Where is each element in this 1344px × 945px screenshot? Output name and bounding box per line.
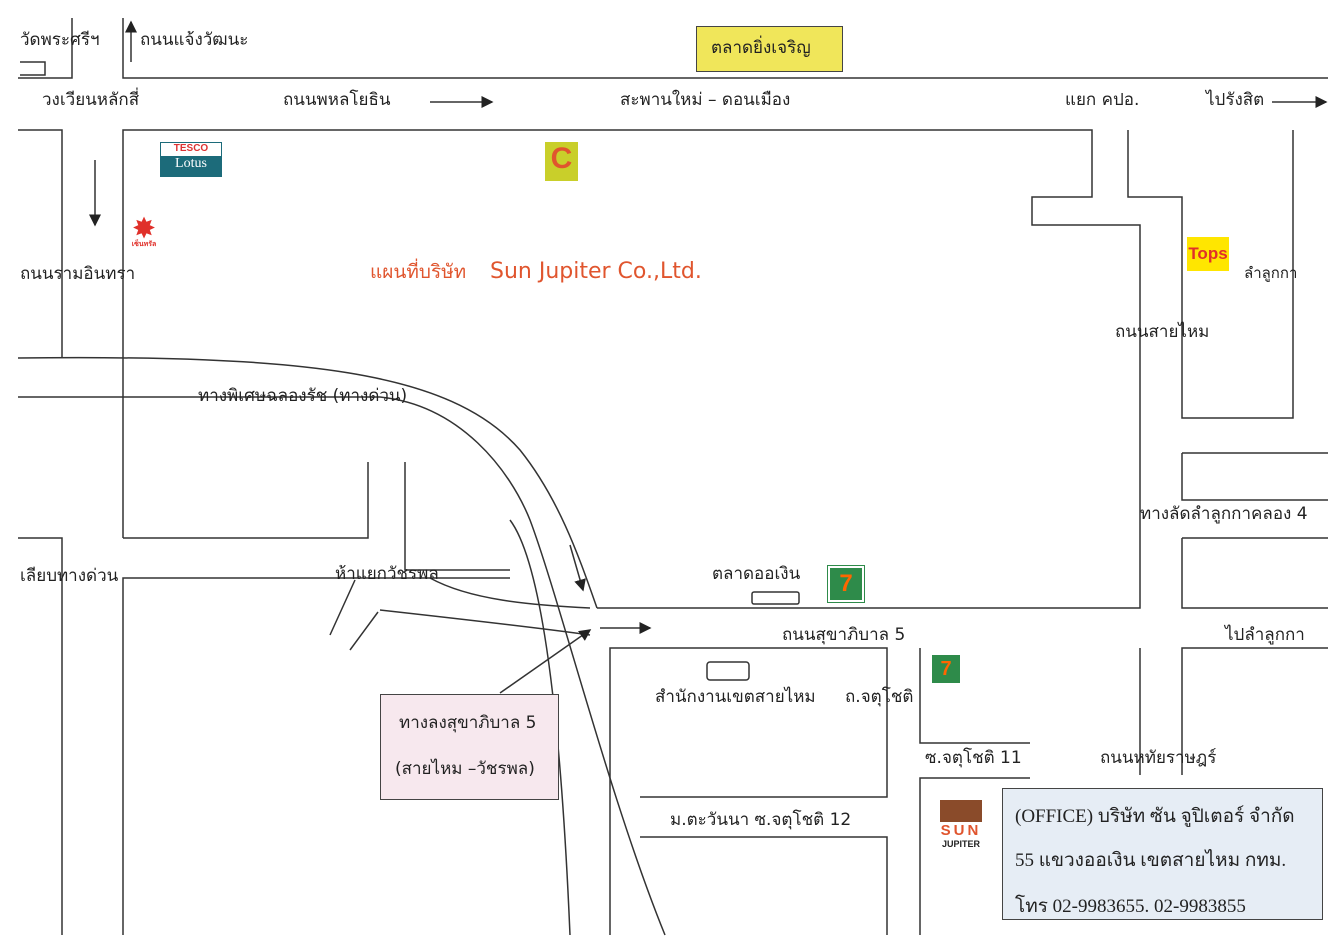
- expressway-label: ทางพิเศษฉลองรัช (ทางด่วน): [198, 386, 408, 406]
- tesco-lotus-logo: TESCO Lotus: [160, 142, 222, 177]
- tops-logo: Tops: [1187, 237, 1229, 271]
- saimai-road-label: ถนนสายไหม: [1115, 322, 1210, 342]
- office-line1: (OFFICE) บริษัท ซัน จูปิเตอร์ จำกัด: [1015, 806, 1295, 827]
- shortcut-label: ทางลัดลำลูกกาคลอง 4: [1140, 504, 1308, 524]
- to-lamlukka-label: ไปลำลูกกา: [1225, 625, 1305, 645]
- chaeng-road-label: ถนนแจ้งวัฒนะ: [140, 30, 249, 50]
- lamlukka-label: ลำลูกกา: [1244, 264, 1298, 282]
- soi11-label: ซ.จตุโชติ 11: [925, 748, 1022, 768]
- house-icon: [940, 800, 982, 822]
- exit-line2: (สายไหม –วัชรพล): [395, 759, 535, 779]
- kpo-label: แยก คปอ.: [1065, 90, 1140, 110]
- market-ying-label: ตลาดยิ่งเจริญ: [711, 38, 811, 58]
- office-box: (OFFICE) บริษัท ซัน จูปิเตอร์ จำกัด 55 แ…: [1002, 788, 1323, 920]
- exit-box: ทางลงสุขาภิบาล 5 (สายไหม –วัชรพล): [380, 694, 559, 800]
- market-oen-label: ตลาดออเงิน: [712, 564, 801, 584]
- wat-label: วัดพระศรีฯ: [20, 30, 100, 50]
- rangsit-label: ไปรังสิต: [1206, 90, 1265, 110]
- phahon-label: ถนนพหลโยธิน: [283, 90, 391, 110]
- exit-line1: ทางลงสุขาภิบาล 5: [399, 713, 537, 733]
- hathairat-label: ถนนหทัยราษฎร์: [1100, 748, 1217, 768]
- seven-eleven-logo-2: 7: [932, 655, 960, 683]
- map-title-prefix: แผนที่บริษัท: [370, 261, 467, 283]
- circle-label: วงเวียนหลักสี่: [42, 90, 140, 110]
- office-line2: 55 แขวงออเงิน เขตสายไหม กทม.: [1015, 850, 1287, 871]
- watcharaphon-label: ห้าแยกวัชรพล: [335, 564, 439, 584]
- seven-eleven-logo: 7: [827, 565, 865, 603]
- chatuchot-label: ถ.จตุโชติ: [845, 687, 914, 707]
- district-office-label: สำนักงานเขตสายไหม: [655, 687, 816, 707]
- bridge-label: สะพานใหม่ – ดอนเมือง: [620, 90, 791, 110]
- ramintra-label: ถนนรามอินทรา: [20, 264, 136, 284]
- map-title-company: Sun Jupiter Co.,Ltd.: [490, 259, 702, 284]
- bypass-label: เลียบทางด่วน: [20, 566, 119, 586]
- market-ying-box: ตลาดยิ่งเจริญ: [696, 26, 843, 72]
- office-line3: โทร 02-9983655. 02-9983855: [1015, 896, 1246, 917]
- sun-jupiter-logo: SUN JUPITER: [930, 800, 992, 849]
- tawanna-label: ม.ตะวันนา ซ.จตุโชติ 12: [670, 810, 852, 830]
- central-logo: ✸เซ็นทรัล: [131, 213, 157, 248]
- bigc-logo: C: [545, 142, 578, 181]
- sukhaphiban-label: ถนนสุขาภิบาล 5: [782, 625, 906, 645]
